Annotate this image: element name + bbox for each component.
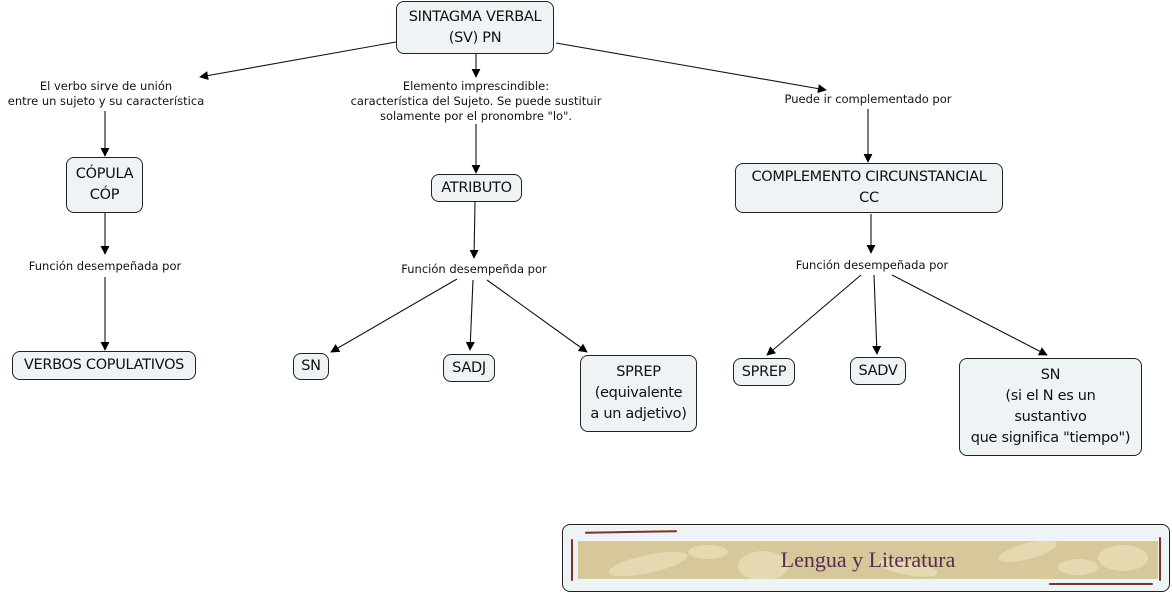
verbos-copulativos-node[interactable]: VERBOS COPULATIVOS xyxy=(12,351,196,380)
edge-root-to-cc-label xyxy=(555,42,827,94)
copula-link-label-line2: entre un sujeto y su característica xyxy=(7,94,205,108)
cc-child-sprep-label: SPREP xyxy=(741,363,787,380)
cc-child-sprep[interactable]: SPREP xyxy=(733,358,795,386)
cc-child-sn-line1: SN xyxy=(1040,367,1061,383)
edge-cc-function-to-sprep xyxy=(766,274,862,356)
atributo-child-sprep-line2: (equivalente xyxy=(594,385,683,401)
banner-decor-stroke xyxy=(584,530,678,534)
banner-decor-swirl xyxy=(1098,545,1148,571)
cc-node-line2: CC xyxy=(859,190,879,206)
copula-node-line1: CÓPULA xyxy=(75,166,134,182)
cc-function-label: Función desempeñada por xyxy=(795,258,949,272)
banner-decor-swirl xyxy=(1058,559,1098,575)
edge-cc-function-to-sadv xyxy=(872,274,882,355)
copula-function-label: Función desempeñada por xyxy=(28,259,182,273)
cc-child-sn-line2: (si el N es un xyxy=(1005,388,1096,404)
atributo-link-label-line1: Elemento imprescindible: xyxy=(402,79,550,93)
atributo-child-sprep-line1: SPREP xyxy=(616,364,661,380)
banner-decor-swirl xyxy=(738,551,788,579)
cc-child-sn[interactable]: SN (si el N es un sustantivo que signifi… xyxy=(959,358,1142,456)
cc-link-label: Puede ir complementado por xyxy=(784,92,952,106)
cc-child-sn-line4: que significa "tiempo") xyxy=(970,430,1131,446)
banner-parchment: Lengua y Literatura xyxy=(578,541,1158,579)
cc-child-sadv-label: SADV xyxy=(858,362,898,379)
cc-child-sadv[interactable]: SADV xyxy=(850,357,906,385)
cc-node-line1: COMPLEMENTO CIRCUNSTANCIAL xyxy=(751,169,987,185)
copula-link-label: El verbo sirve de unión entre un sujeto … xyxy=(0,79,212,109)
atributo-child-sn-label: SN xyxy=(301,358,321,374)
atributo-child-sprep-line3: a un adjetivo) xyxy=(590,406,687,422)
banner-decor-stroke xyxy=(1159,537,1161,581)
atributo-child-sn[interactable]: SN xyxy=(293,353,329,380)
copula-node-line2: CÓP xyxy=(89,187,120,203)
atributo-node[interactable]: ATRIBUTO xyxy=(431,174,522,202)
atributo-child-sadj-label: SADJ xyxy=(452,359,486,376)
copula-link-label-line1: El verbo sirve de unión xyxy=(39,79,173,93)
root-node-line2: (SV) PN xyxy=(448,29,502,46)
edge-root-to-copula-label xyxy=(199,41,397,81)
banner-title: Lengua y Literatura xyxy=(780,547,956,572)
edge-atributo-node-to-function xyxy=(469,201,479,259)
root-node-sintagma-verbal[interactable]: SINTAGMA VERBAL (SV) PN xyxy=(396,1,554,54)
atributo-link-label-line3: solamente por el pronombre "lo". xyxy=(379,109,573,123)
root-node-line1: SINTAGMA VERBAL xyxy=(408,8,542,25)
cc-node[interactable]: COMPLEMENTO CIRCUNSTANCIAL CC xyxy=(735,163,1003,213)
atributo-child-sprep[interactable]: SPREP (equivalente a un adjetivo) xyxy=(580,355,697,432)
atributo-node-label: ATRIBUTO xyxy=(441,179,512,196)
atributo-function-label: Función desempeñda por xyxy=(401,262,547,276)
atributo-link-label: Elemento imprescindible: característica … xyxy=(338,79,614,124)
edge-atributo-function-to-sprep xyxy=(486,279,588,353)
edge-atributo-function-to-sn xyxy=(330,278,458,353)
banner-decor-swirl xyxy=(688,545,728,559)
copula-node[interactable]: CÓPULA CÓP xyxy=(66,157,143,213)
banner-decor-stroke xyxy=(571,539,573,581)
title-banner: Lengua y Literatura xyxy=(562,524,1170,592)
banner-decor-stroke xyxy=(1049,583,1153,585)
edge-atributo-function-to-sadj xyxy=(465,279,475,351)
atributo-link-label-line2: característica del Sujeto. Se puede sust… xyxy=(350,94,602,108)
edge-cc-function-to-sn xyxy=(891,274,1048,356)
verbos-copulativos-node-label: VERBOS COPULATIVOS xyxy=(23,357,185,373)
cc-child-sn-line3: sustantivo xyxy=(1014,409,1087,425)
atributo-child-sadj[interactable]: SADJ xyxy=(443,354,495,382)
